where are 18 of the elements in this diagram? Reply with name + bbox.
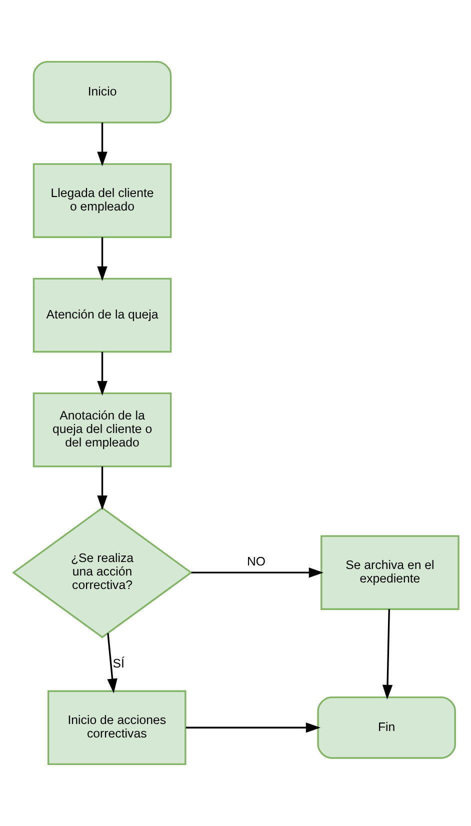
arrow: [106, 633, 117, 694]
arrow: [96, 237, 107, 281]
node-box: Fin: [316, 696, 456, 759]
arrow: [190, 567, 323, 578]
arrow: [96, 352, 107, 396]
arrow: [382, 609, 392, 700]
node-box: Atención de la queja: [32, 278, 172, 353]
node-box: Llegada del cliente o empleado: [32, 163, 172, 238]
node-box: Se archiva en el expediente: [320, 535, 459, 610]
node-box: Anotación de la queja del cliente o del empleado: [32, 392, 172, 468]
arrow: [96, 466, 107, 510]
node-diamond: ¿Se realiza una acción correctiva?: [12, 506, 192, 638]
node-box: Inicio de acciones correctivas: [46, 690, 186, 766]
node-box: Inicio: [32, 60, 172, 124]
arrow: [96, 122, 107, 166]
edge-label: NO: [246, 554, 265, 569]
edge-label: SÍ: [112, 656, 124, 670]
arrow: [185, 722, 320, 733]
